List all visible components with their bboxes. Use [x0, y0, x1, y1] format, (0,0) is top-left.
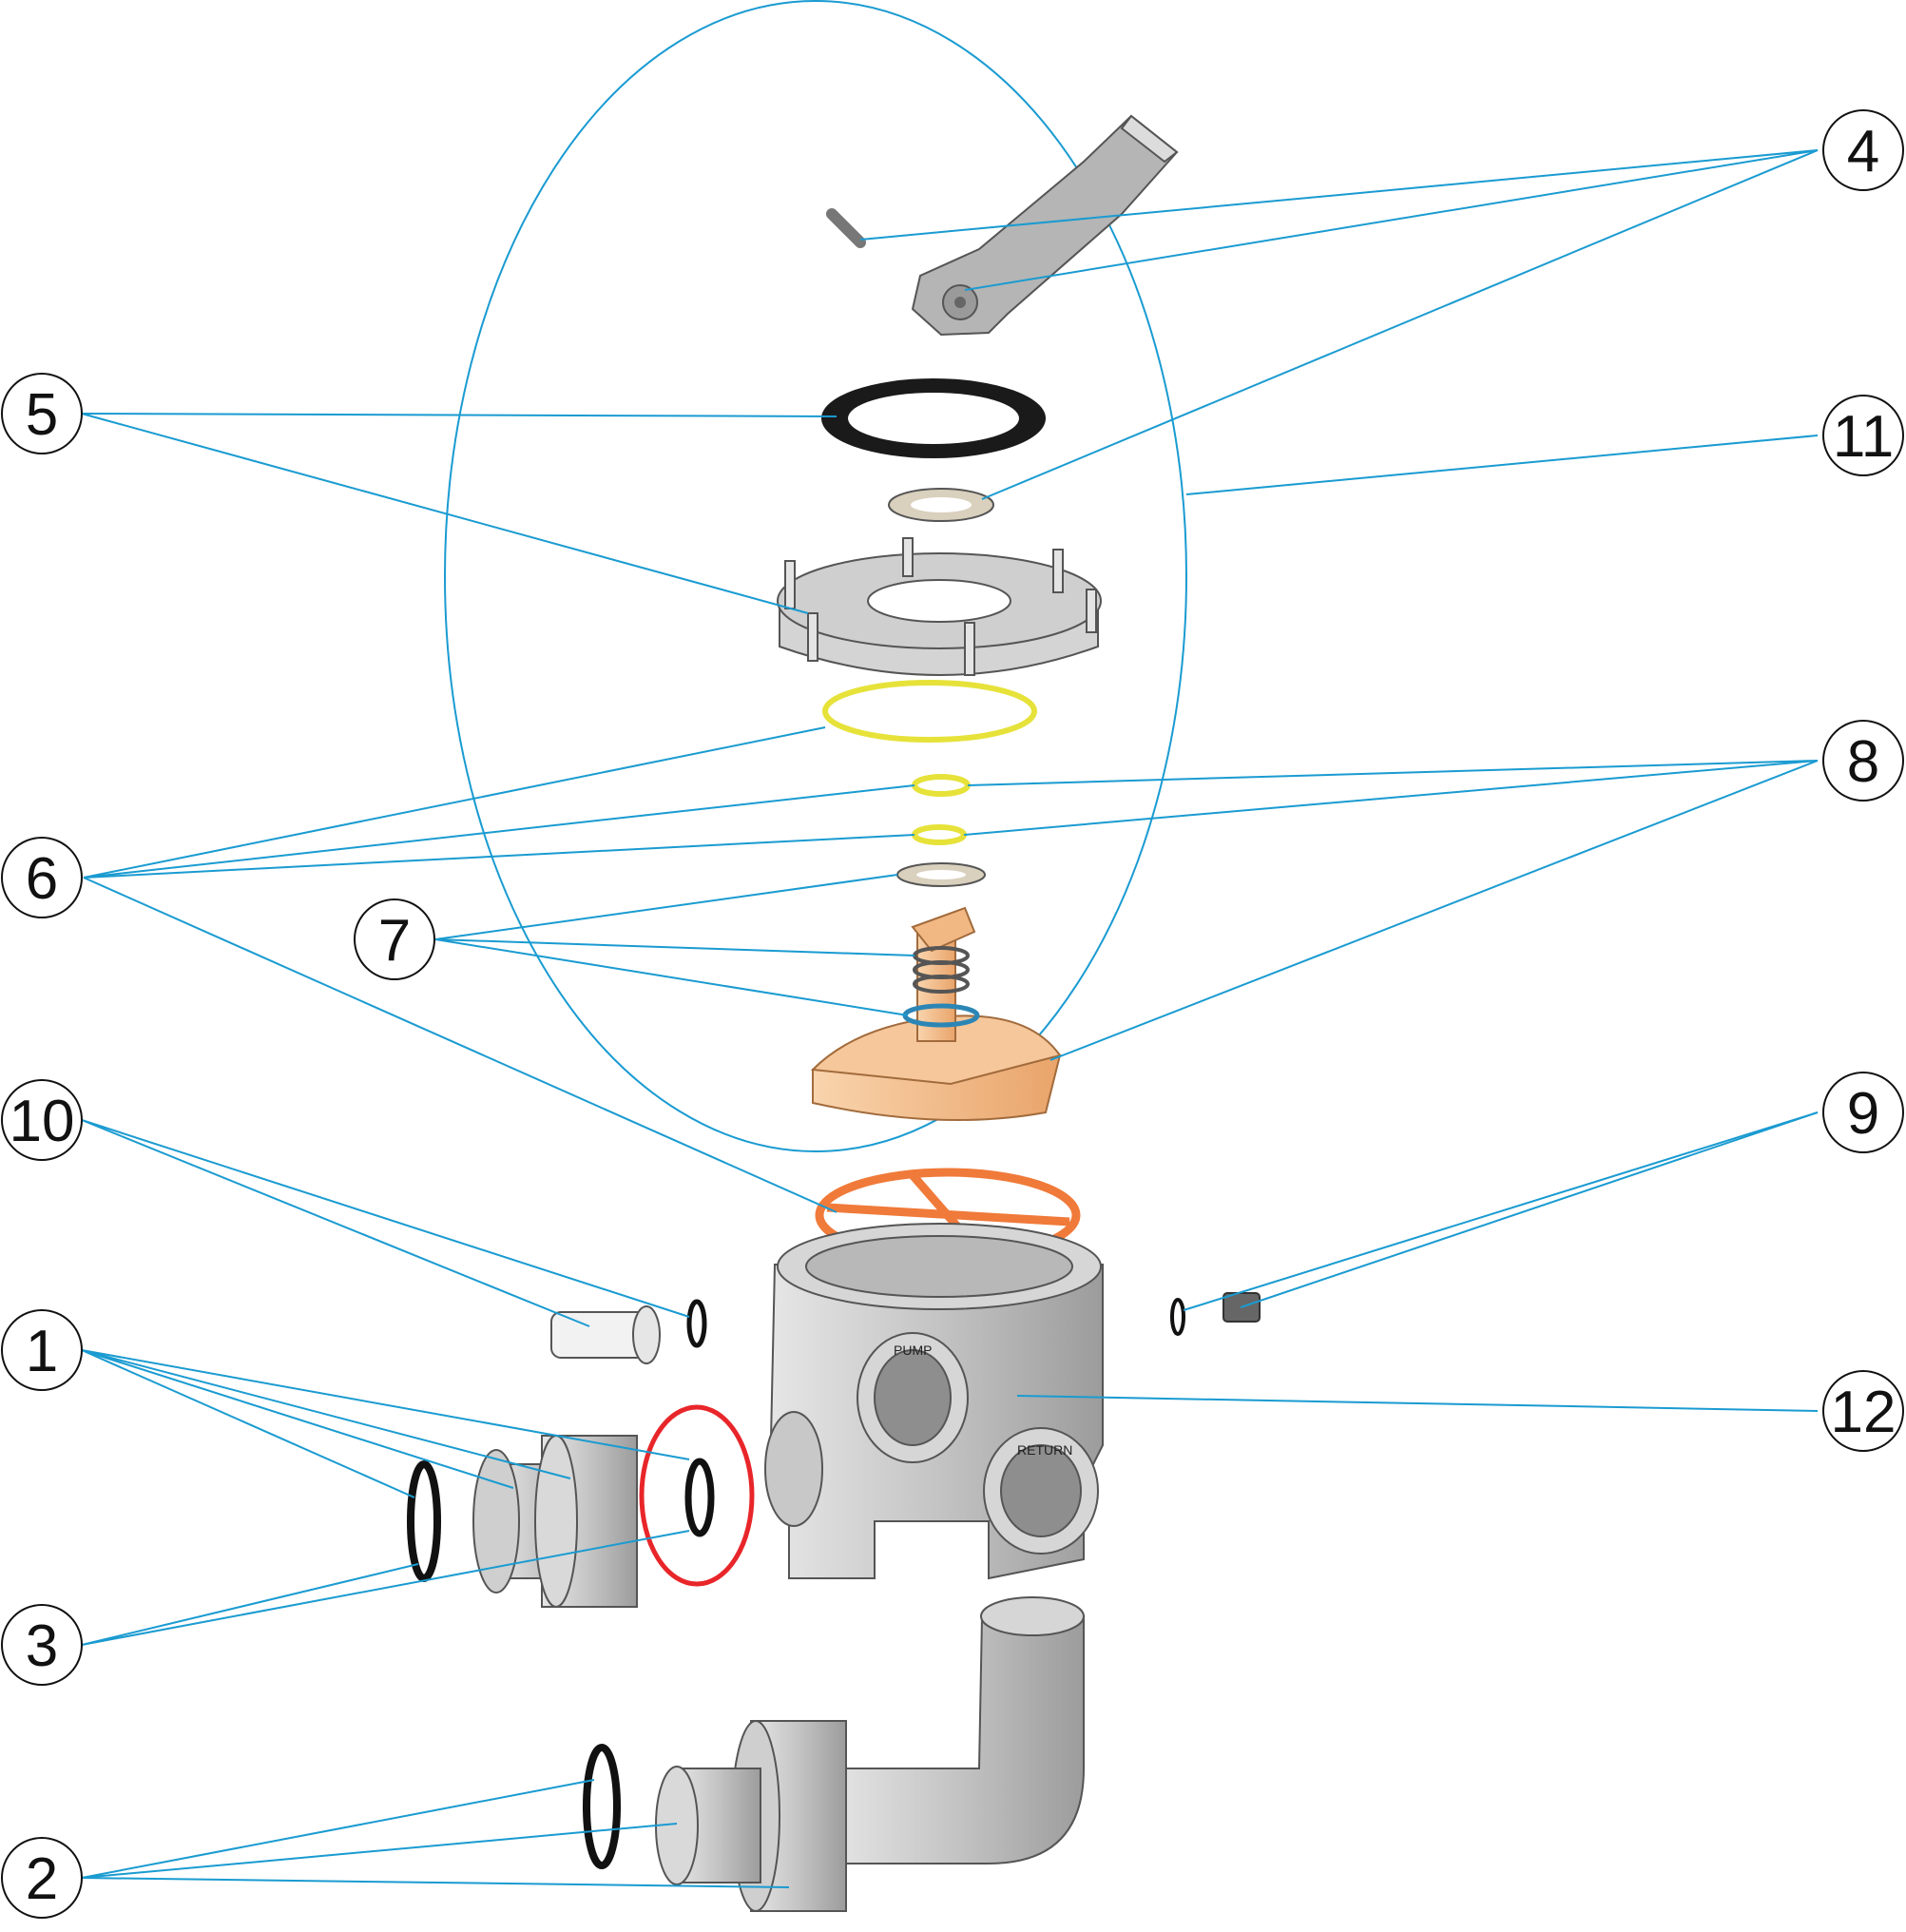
- handle-pin: [826, 208, 866, 248]
- callout-label: 10: [10, 1089, 75, 1154]
- callout-label: 11: [1833, 404, 1894, 470]
- o-ring-9: [1170, 1298, 1185, 1336]
- callout-label: 7: [378, 908, 411, 974]
- return-port-label: RETURN: [1017, 1442, 1072, 1458]
- adapter-nipple: [550, 1305, 661, 1364]
- o-ring-10: [686, 1299, 707, 1348]
- highlight-circle: [639, 1404, 755, 1587]
- callout-2: 2: [1, 1837, 83, 1919]
- valve-body: PUMP RETURN: [764, 1223, 1104, 1580]
- leader-lines: [81, 149, 1819, 1888]
- callout-1: 1: [1, 1309, 83, 1391]
- callout-label: 12: [1831, 1380, 1896, 1445]
- handle-part: [911, 114, 1179, 337]
- union-o-ring-right: [684, 1458, 715, 1537]
- callout-6: 6: [1, 837, 83, 918]
- callout-9: 9: [1822, 1072, 1904, 1153]
- union-assembly: [472, 1435, 638, 1608]
- callout-5: 5: [1, 373, 83, 454]
- callout-label: 2: [26, 1846, 58, 1912]
- o-ring-upper: [912, 774, 971, 797]
- callout-10: 10: [1, 1079, 83, 1161]
- callout-7: 7: [354, 898, 435, 980]
- callout-label: 3: [26, 1613, 58, 1679]
- elbow-pipe: [655, 1596, 1085, 1912]
- pump-port-label: PUMP: [894, 1343, 932, 1358]
- callout-11: 11: [1822, 395, 1904, 476]
- callout-label: 4: [1847, 119, 1879, 184]
- callout-3: 3: [1, 1604, 83, 1686]
- top-gasket: [821, 378, 1046, 458]
- callout-label: 6: [26, 846, 58, 912]
- cover-flange: [777, 537, 1102, 676]
- o-ring-lower: [912, 824, 967, 845]
- callout-8: 8: [1822, 720, 1904, 802]
- elbow-o-ring: [583, 1744, 621, 1869]
- large-o-ring: [822, 680, 1037, 743]
- group-ellipse: [444, 0, 1187, 1152]
- callout-label: 8: [1847, 729, 1879, 795]
- callout-label: 5: [26, 382, 58, 448]
- callout-12: 12: [1822, 1370, 1904, 1452]
- callout-label: 1: [26, 1319, 58, 1384]
- union-o-ring-left: [407, 1460, 441, 1582]
- callout-4: 4: [1822, 109, 1904, 191]
- callout-label: 9: [1847, 1081, 1879, 1147]
- rotor-part: [810, 906, 1062, 1121]
